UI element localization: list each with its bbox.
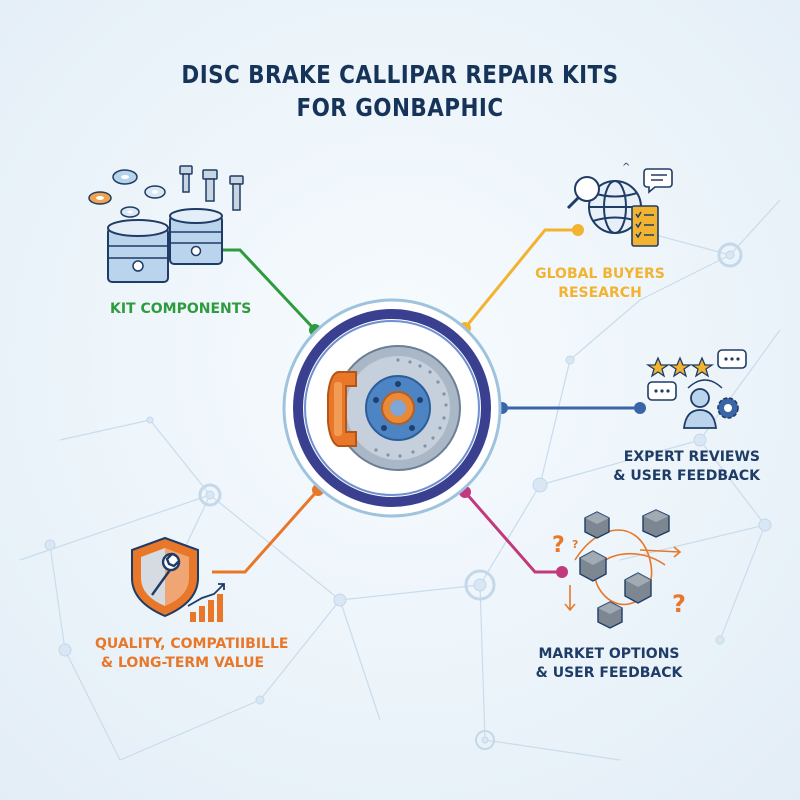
washer-icon [88, 169, 166, 218]
market-options-label-line1: MARKET OPTIONS [538, 646, 680, 662]
svg-text:?: ? [672, 590, 686, 618]
global-buyers-label-line2: RESEARCH [558, 285, 642, 301]
global-buyers-label-line1: GLOBAL BUYERS [535, 266, 665, 282]
expert-reviews-label: EXPERT REVIEWS & USER FEEDBACK [600, 448, 760, 486]
piston-icon [107, 208, 223, 283]
global-buyers-label: GLOBAL BUYERS RESEARCH [520, 265, 680, 303]
connector-quality [212, 489, 320, 574]
kit-components-label-text: KIT COMPONENTS [110, 301, 252, 317]
shield-wrench-icon [131, 536, 199, 618]
global-buyers-illustration: ^ [566, 162, 673, 247]
bolt-icon [179, 165, 244, 211]
central-hub [282, 298, 502, 518]
kit-components-label: KIT COMPONENTS [110, 300, 251, 319]
expert-reviews-label-line1: EXPERT REVIEWS [623, 449, 760, 465]
connector-global-dot-end [572, 224, 584, 236]
question-mark-icon: ? ? ? [552, 533, 686, 618]
market-options-illustration: ? ? ? [552, 509, 686, 629]
expert-reviews-label-line2: & USER FEEDBACK [613, 468, 760, 484]
chat-bubble-icon [643, 168, 673, 194]
connector-market [463, 491, 562, 574]
brake-disc-caliper-icon [327, 345, 461, 471]
checklist-icon [631, 205, 659, 247]
chat-bubble-icon [647, 349, 747, 401]
growth-chart-icon [187, 583, 225, 622]
connector-global [463, 228, 578, 329]
page-title-line2: FOR GONBAPHIC [296, 93, 504, 122]
box-icon [579, 509, 670, 629]
quality-label: QUALITY, COMPATIIBILLE & LONG-TERM VALUE [95, 635, 289, 673]
connector-expert-dot-end [634, 402, 646, 414]
star-icon [645, 356, 715, 378]
quality-label-line1: QUALITY, COMPATIIBILLE [95, 636, 289, 652]
caret-icon: ^ [622, 162, 630, 173]
magnifier-globe-icon [566, 176, 642, 234]
quality-label-line2: & LONG-TERM VALUE [100, 655, 265, 671]
user-gear-icon [682, 388, 739, 429]
expert-reviews-illustration [645, 349, 747, 429]
background-nodes [44, 242, 772, 750]
quality-illustration [131, 536, 225, 622]
market-options-label: MARKET OPTIONS & USER FEEDBACK [520, 645, 698, 683]
market-options-label-line2: & USER FEEDBACK [535, 665, 683, 681]
page-title-line1: DISC BRAKE CALLIPAR REPAIR KITS [181, 60, 619, 89]
kit-components-illustration [88, 165, 244, 283]
connector-market-dot-end [556, 566, 568, 578]
svg-text:?: ? [572, 538, 578, 551]
arc-decoration [687, 379, 723, 389]
svg-text:?: ? [552, 533, 565, 558]
